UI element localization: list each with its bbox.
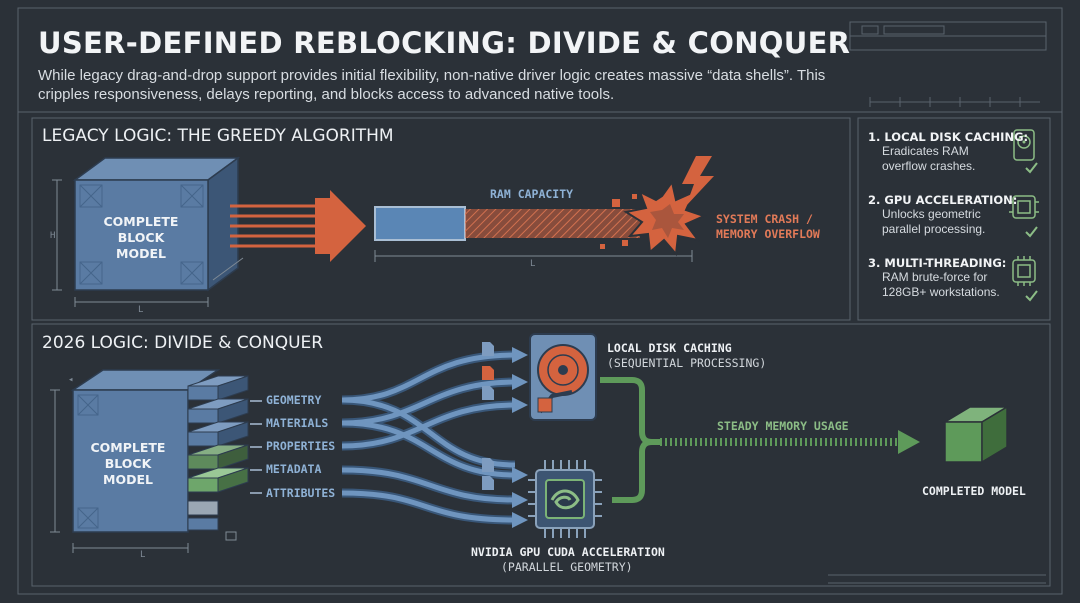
svg-text:L: L — [138, 305, 143, 315]
svg-text:H: H — [50, 231, 55, 241]
ram-capacity-label: RAM CAPACITY — [490, 187, 574, 201]
sidebar-gpu-icon — [1009, 195, 1039, 219]
sidebar-item-title: MULTI-THREADING: — [884, 256, 1007, 270]
modern-block-label: COMPLETE BLOCK MODEL — [73, 440, 183, 488]
blueprint-frame — [17, 7, 1063, 595]
sidebar-item-desc: parallel processing. — [882, 222, 986, 236]
page-subtitle: While legacy drag-and-drop support provi… — [38, 67, 826, 103]
check-icons — [1025, 162, 1038, 302]
sidebar-item-number: 2. — [868, 193, 881, 207]
sidebar-item-desc: overflow crashes. — [882, 159, 976, 173]
modern-block-line: COMPLETE — [90, 440, 166, 455]
completed-model-cube-icon — [942, 405, 1010, 464]
stream-label-geometry: GEOMETRY — [266, 393, 322, 407]
sidebar-item-desc: Eradicates RAM — [882, 144, 969, 158]
completed-model-label: COMPLETED MODEL — [922, 484, 1026, 498]
ram-capacity-bar: L — [374, 194, 693, 269]
gpu-label: NVIDIA GPU CUDA ACCELERATION — [471, 545, 665, 559]
crash-explosion-icon — [623, 156, 714, 257]
legacy-block-line: BLOCK — [117, 230, 165, 245]
sidebar-item-desc: Unlocks geometric — [882, 207, 981, 221]
modern-block-model — [70, 369, 221, 533]
legacy-dimension-lines — [52, 179, 244, 307]
sidebar-item-number: 3. — [868, 256, 881, 270]
stream-label-attributes: ATTRIBUTES — [266, 486, 336, 500]
sidebar-item-title: LOCAL DISK CACHING: — [884, 130, 1029, 144]
legacy-block-model — [72, 156, 241, 292]
svg-text:◂: ◂ — [68, 375, 73, 385]
modern-block-line: MODEL — [103, 472, 153, 487]
stream-label-properties: PROPERTIES — [266, 439, 336, 453]
legacy-load-arrow — [230, 190, 366, 262]
modern-block-line: BLOCK — [104, 456, 152, 471]
crash-label-line: MEMORY OVERFLOW — [716, 227, 820, 241]
page-title: USER-DEFINED REBLOCKING: DIVIDE & CONQUE… — [38, 26, 851, 60]
sidebar-item-number: 1. — [868, 130, 881, 144]
legacy-block-line: COMPLETE — [103, 214, 179, 229]
crash-label: SYSTEM CRASH / MEMORY OVERFLOW — [716, 212, 820, 242]
sidebar-item-multi-threading: 3. MULTI-THREADING: RAM brute-force for … — [868, 256, 1013, 300]
crash-label-line: SYSTEM CRASH / — [716, 212, 813, 226]
stream-label-metadata: METADATA — [266, 462, 322, 476]
stream-label-materials: MATERIALS — [266, 416, 329, 430]
sidebar-item-disk-caching: 1. LOCAL DISK CACHING: Eradicates RAM ov… — [868, 130, 1028, 174]
steady-memory-arrow — [600, 377, 900, 503]
cache-file-icons — [482, 342, 494, 490]
svg-text:L: L — [140, 550, 145, 560]
block-slices — [187, 375, 249, 531]
modern-dimension-lines — [50, 389, 237, 553]
disk-caching-sublabel: (SEQUENTIAL PROCESSING) — [607, 356, 767, 370]
svg-text:L: L — [530, 259, 535, 269]
hard-drive-icon — [529, 333, 597, 421]
disk-caching-label: LOCAL DISK CACHING — [607, 341, 732, 355]
steady-memory-label: STEADY MEMORY USAGE — [717, 419, 849, 433]
data-stream-arrows — [341, 347, 528, 528]
legacy-block-line: MODEL — [116, 246, 166, 261]
slice-leader-lines — [250, 400, 262, 494]
sidebar-item-desc: 128GB+ workstations. — [882, 285, 1000, 299]
modern-heading: 2026 LOGIC: DIVIDE & CONQUER — [42, 333, 324, 353]
sidebar-item-desc: RAM brute-force for — [882, 270, 988, 284]
sidebar-cpu-icon — [1012, 256, 1036, 286]
sidebar-item-gpu-acceleration: 2. GPU ACCELERATION: Unlocks geometric p… — [868, 193, 1017, 237]
gpu-chip-icon — [528, 460, 602, 538]
gpu-sublabel: (PARALLEL GEOMETRY) — [501, 560, 633, 574]
sidebar-item-title: GPU ACCELERATION: — [884, 193, 1018, 207]
legacy-heading: LEGACY LOGIC: THE GREEDY ALGORITHM — [42, 126, 394, 146]
legacy-block-label: COMPLETE BLOCK MODEL — [86, 214, 196, 262]
sidebar-drive-icon — [1013, 129, 1035, 161]
